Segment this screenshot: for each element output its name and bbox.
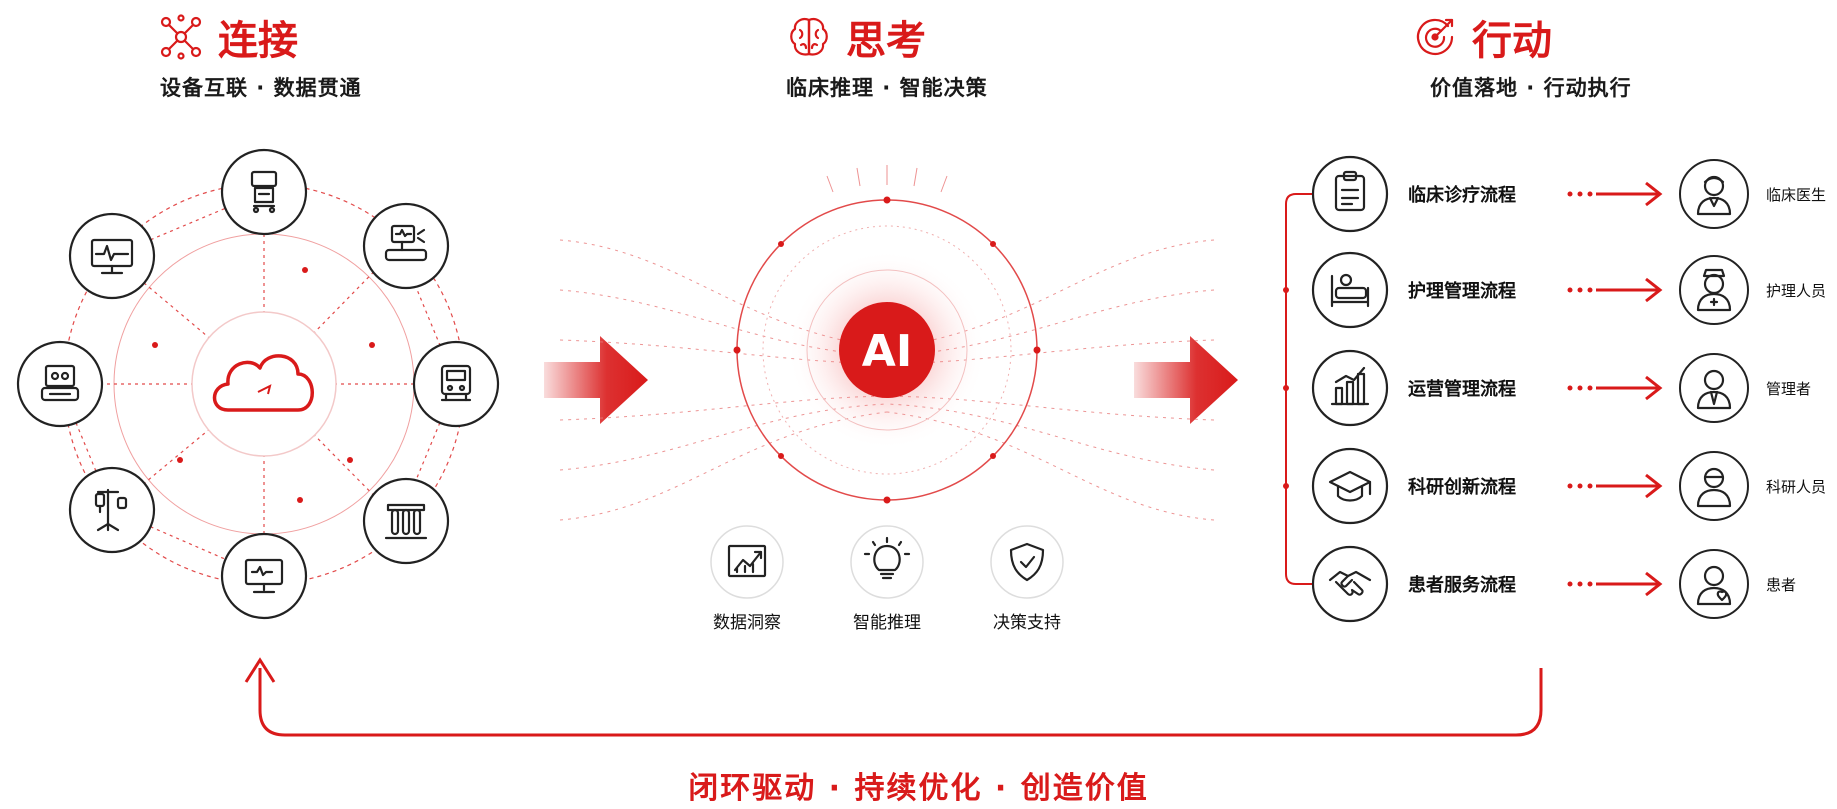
device-ultrasound-cart [220,148,308,236]
capability-decision-support: 决策支持 [990,525,1064,633]
patient-monitor-cart-icon [384,224,428,262]
connect-subtitle: 设备互联 · 数据贯通 [160,76,362,100]
handshake-icon [1328,570,1372,596]
device-workstation [220,532,308,620]
ecg-monitor-icon [90,238,134,275]
device-iv-stand [68,466,156,554]
ai-core-label: AI [862,326,912,377]
manager-icon [1696,369,1732,410]
capability-label: 数据洞察 [713,613,781,633]
connect-title: 连接 [158,8,298,66]
flow-row: 临床诊疗流程 临床医生 [1311,155,1826,233]
device-ecg-monitor [68,212,156,300]
flow-row: 护理管理流程 护理人员 [1311,251,1826,329]
flow-arrow [1567,375,1663,401]
act-title: 行动 [1412,8,1552,66]
capability-smart-reasoning: 智能推理 [850,525,924,633]
think-subtitle: 临床推理 · 智能决策 [786,76,988,100]
flow-label: 科研创新流程 [1408,476,1516,498]
patient-icon [1696,565,1732,606]
think-title-text: 思考 [846,18,926,64]
flow-arrow [1567,277,1663,303]
chart-insight-icon [727,544,767,578]
target-icon [1416,18,1454,56]
footer-slogan: 闭环驱动 · 持续优化 · 创造价值 [688,771,1149,806]
flow-row: 运营管理流程 管理者 [1311,349,1811,427]
cloud-icon [212,354,314,412]
network-nodes-icon [160,14,202,60]
flow-arrow-connect-to-think [544,336,648,424]
device-ventilator [16,340,104,428]
capability-label: 决策支持 [993,613,1061,633]
connect-title-text: 连接 [218,18,298,64]
flow-arrow-think-to-act [1134,336,1238,424]
lightbulb-icon [863,536,911,580]
role-label: 患者 [1766,576,1796,594]
clipboard-icon [1334,170,1366,212]
flow-row: 科研创新流程 科研人员 [1311,447,1826,525]
lab-test-tubes-icon [384,503,428,540]
graduation-cap-icon [1328,470,1372,502]
device-infusion-pump [412,340,500,428]
flow-label: 运营管理流程 [1408,378,1516,400]
ventilator-icon [40,364,80,402]
capability-data-insight: 数据洞察 [710,525,784,633]
ultrasound-cart-icon [250,170,278,214]
feedback-loop-line [258,668,1543,737]
hospital-bed-icon [1330,273,1370,308]
capability-label: 智能推理 [853,613,921,633]
device-monitor-cart [362,202,450,290]
flow-label: 临床诊疗流程 [1408,184,1516,206]
feedback-loop-arrowhead-icon [244,657,276,683]
flow-arrow [1567,571,1663,597]
flow-arrow [1567,181,1663,207]
flow-arrow [1567,473,1663,499]
role-label: 管理者 [1766,380,1811,398]
role-label: 护理人员 [1766,282,1826,300]
role-label: 科研人员 [1766,478,1826,496]
shield-check-icon [1009,542,1045,582]
device-lab-tubes [362,477,450,565]
flow-row: 患者服务流程 患者 [1311,545,1796,623]
researcher-icon [1696,467,1732,508]
act-subtitle: 价值落地 · 行动执行 [1430,76,1632,100]
brain-icon [790,18,828,56]
role-label: 临床医生 [1766,186,1826,204]
infusion-pump-icon [440,364,472,402]
flow-label: 患者服务流程 [1408,574,1516,596]
workstation-monitor-icon [244,558,284,594]
ai-core-graphic: AI [559,165,1215,521]
bar-chart-icon [1330,366,1370,406]
think-title: 思考 [786,8,926,66]
flow-bracket [1283,193,1312,585]
flow-label: 护理管理流程 [1408,280,1516,302]
iv-drip-stand-icon [94,488,128,532]
nurse-icon [1696,268,1732,312]
act-title-text: 行动 [1472,18,1552,64]
doctor-icon [1696,175,1732,216]
